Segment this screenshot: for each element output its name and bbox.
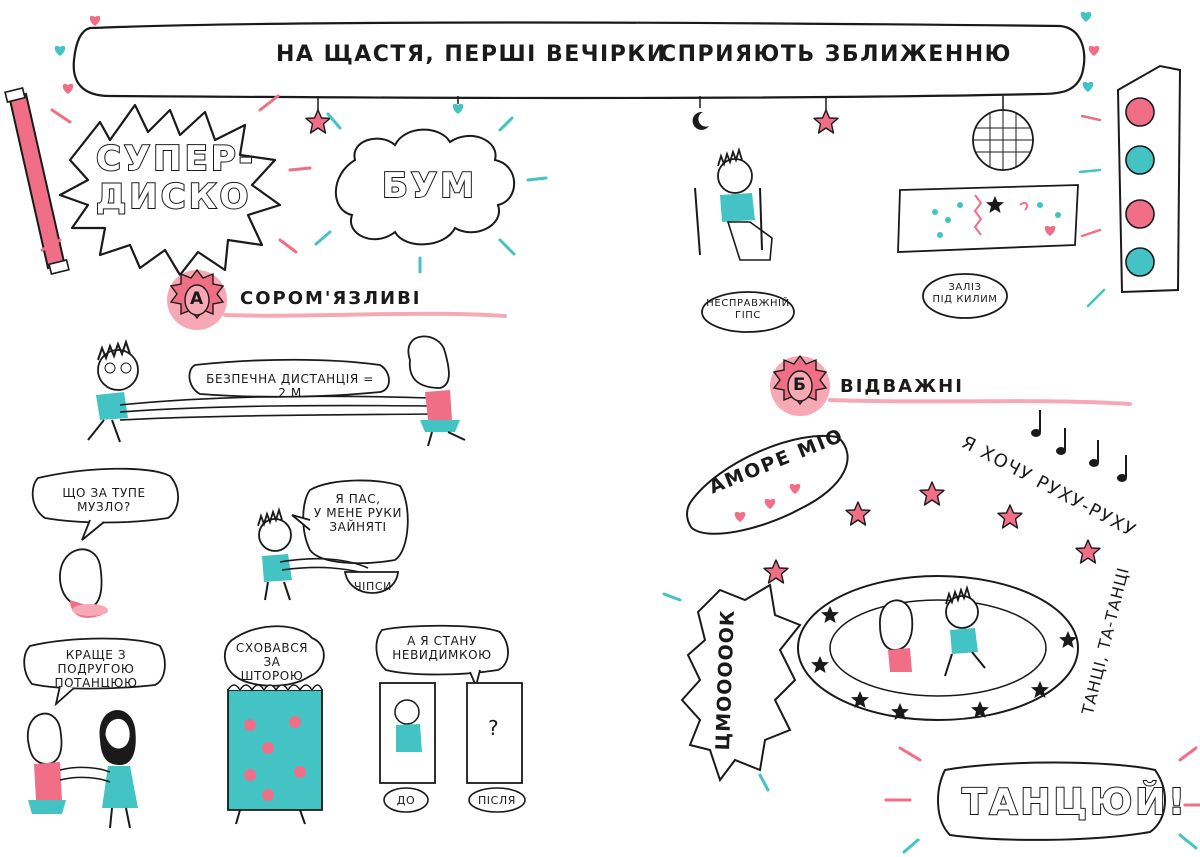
super-disco-line-2: ДИСКО [95, 177, 252, 217]
title-left: НА ЩАСТЯ, ПЕРШІ ВЕЧІРКИ [276, 42, 667, 67]
title-banner [54, 11, 1100, 134]
pass-line-3: ЗАЙНЯТІ [329, 520, 387, 534]
boom-cloud [314, 112, 548, 274]
section-b-flower [770, 354, 1132, 416]
friend-line-2: ПОТАНЦЮЮ [54, 676, 138, 690]
curtain-line-2: ЗА ШТОРОЮ [240, 655, 304, 683]
chips-label: ЧІПСИ [354, 580, 392, 593]
under-carpet-line-2: ПІД КИЛИМ [932, 294, 998, 305]
invisible-line-1: А Я СТАНУ [407, 634, 477, 648]
curtain [227, 684, 323, 825]
title-right: СПРИЯЮТЬ ЗБЛИЖЕННЮ [660, 42, 1012, 67]
before-label: ДО [396, 794, 416, 807]
section-a-title: СОРОМ'ЯЗЛИВІ [240, 288, 422, 309]
pass-line-2: У МЕНЕ РУКИ [313, 506, 403, 520]
super-disco-line-1: СУПЕР- [95, 139, 256, 179]
invisible-line-2: НЕВИДИМКОЮ [392, 648, 492, 662]
svg-text:?: ? [488, 716, 499, 740]
chips-boy [257, 506, 400, 601]
section-b-letter: Б [793, 375, 806, 395]
shy-kids-distance [87, 335, 466, 447]
kiss-burst [662, 583, 802, 792]
fake-cast-line-1: НЕСПРАВЖНІЙ [706, 298, 790, 309]
friend-dance-text: КРАЩЕ З ПОДРУГОЮ ПОТАНЦЮЮ [30, 648, 162, 690]
after-label: ПІСЛЯ [477, 794, 517, 807]
doors: ? [379, 682, 526, 813]
bad-music-text: ЩО ЗА ТУПЕ МУЗЛО? [62, 486, 146, 514]
under-carpet-text: ЗАЛІЗ ПІД КИЛИМ [924, 282, 1006, 306]
fake-cast-line-2: ГІПС [735, 310, 761, 321]
disco-ball [972, 96, 1034, 171]
super-disco-burst [40, 94, 312, 277]
safe-distance-text: БЕЗПЕЧНА ДИСТАНЦІЯ = 2 М [206, 372, 374, 400]
dance-floor [797, 575, 1079, 721]
friends-dancing [27, 709, 138, 829]
pass-line-1: Я ПАС, [335, 492, 381, 506]
carpet [897, 184, 1079, 319]
section-a-flower [167, 268, 507, 330]
bad-music-girl [59, 548, 108, 618]
traffic-light [1078, 64, 1182, 308]
boom-label: БУМ [381, 165, 477, 207]
curtain-line-1: СХОВАВСЯ [235, 641, 309, 655]
cast-boy [694, 146, 795, 333]
dance-label: ТАНЦЮЙ! [961, 781, 1188, 824]
music-notes [1031, 410, 1127, 482]
curtain-text: СХОВАВСЯ ЗА ШТОРОЮ [232, 641, 312, 683]
left-speech-bubbles [23, 358, 509, 707]
dance-sign [884, 746, 1200, 854]
pass-bubble-text: Я ПАС, У МЕНЕ РУКИ ЗАЙНЯТІ [308, 492, 408, 534]
section-b-title: ВІДВАЖНІ [840, 376, 964, 397]
super-disco-label: СУПЕР- ДИСКО [95, 139, 256, 217]
under-carpet-line-1: ЗАЛІЗ [948, 282, 982, 293]
friend-line-1: КРАЩЕ З ПОДРУГОЮ [57, 648, 135, 676]
section-a-letter: А [190, 289, 204, 309]
fake-cast-text: НЕСПРАВЖНІЙ ГІПС [702, 298, 794, 322]
fluorescent-lamp [4, 87, 70, 275]
invisible-text: А Я СТАНУ НЕВИДИМКОЮ [382, 634, 502, 662]
amore-bubble [686, 434, 849, 535]
